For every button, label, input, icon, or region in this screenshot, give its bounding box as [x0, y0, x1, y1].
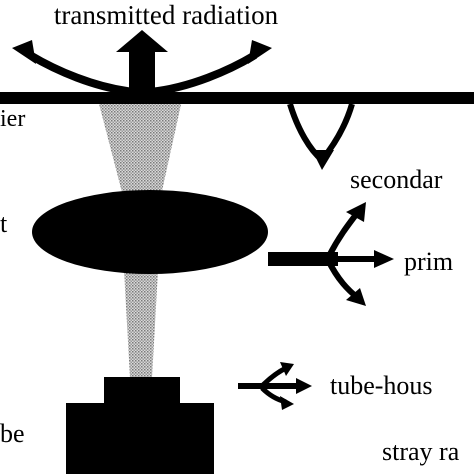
tube-label: be: [0, 419, 25, 448]
stray-radiation-label: stray ra: [382, 437, 460, 466]
barrier-bar: [0, 92, 474, 104]
secondary-label: secondar: [350, 165, 443, 194]
secondary-arrow-icon: [287, 103, 355, 170]
primary-label: prim: [404, 247, 453, 276]
tube-housing-arrows-icon: [238, 362, 312, 410]
upper-beam-cone: [98, 100, 182, 200]
primary-arrows-icon: [268, 202, 394, 306]
object-label: t: [0, 209, 8, 238]
transmitted-radiation-label: transmitted radiation: [54, 0, 279, 30]
object-ellipse: [32, 190, 268, 274]
transmitted-arrows-icon: [12, 30, 272, 96]
tube-housing-label: tube-hous: [330, 371, 433, 400]
lower-beam-cone: [124, 270, 158, 378]
xray-tube: [66, 377, 214, 474]
barrier-label: ier: [0, 106, 25, 132]
